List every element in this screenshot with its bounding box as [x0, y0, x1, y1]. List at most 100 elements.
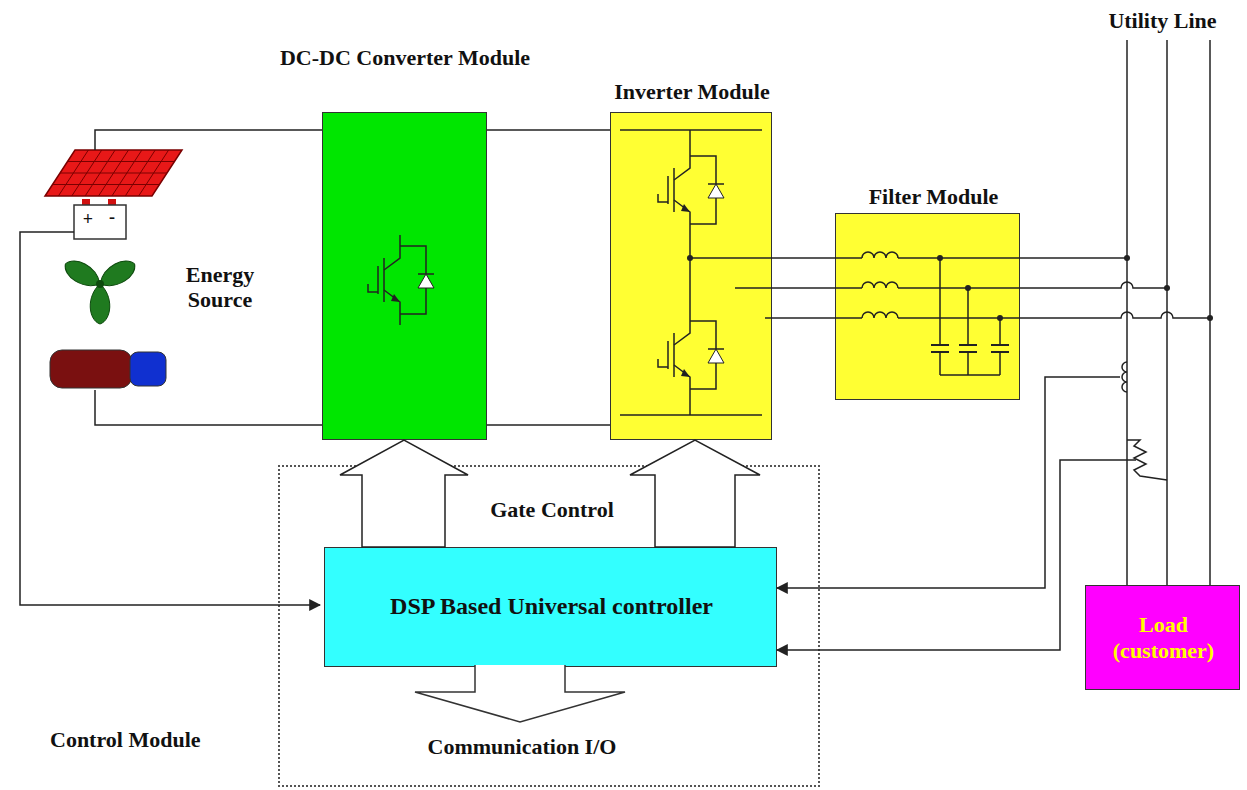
- phase-wire: [1020, 257, 1127, 259]
- bus-wire: [772, 257, 835, 259]
- controller-name: DSP Based Universal controller: [325, 593, 778, 621]
- wire: [999, 352, 1001, 375]
- turbine-blade: [90, 284, 110, 324]
- control-module: Control ModuleGate ControlCommunication …: [278, 465, 820, 787]
- solar-grid: [60, 173, 167, 174]
- text-holder: Filter Module: [826, 184, 1041, 209]
- wire: [967, 288, 969, 345]
- battery-terminal: [108, 199, 116, 205]
- wire: [620, 414, 762, 416]
- text-holder: Load (customer): [1086, 612, 1241, 663]
- bus-wire: [772, 287, 835, 289]
- source-label: Energy Source: [165, 262, 275, 313]
- wire: [95, 130, 322, 150]
- wire: [735, 287, 772, 289]
- generator-cap: [130, 352, 166, 386]
- wire: [898, 257, 1020, 259]
- gate-signal-arrow: [340, 440, 468, 547]
- polarity-sign: -: [104, 207, 120, 228]
- wire: [939, 352, 941, 375]
- text-holder: DC-DC Converter Module: [265, 45, 545, 70]
- sense-wire: [777, 460, 1136, 650]
- battery-terminal: [82, 199, 90, 205]
- bus-wire: [487, 129, 610, 131]
- sense-wire: [20, 232, 320, 605]
- turbine-blade: [95, 256, 139, 293]
- solar-grid: [53, 184, 160, 185]
- wire: [967, 352, 969, 375]
- utility-line: [1126, 40, 1128, 585]
- text-holder: DSP Based Universal controller: [325, 593, 778, 621]
- text-holder: Utility Line: [1080, 8, 1245, 33]
- wire: [835, 287, 862, 289]
- module-heading: Inverter Module: [552, 79, 832, 104]
- gate-signal-arrow: [630, 440, 760, 547]
- solar-panel: [45, 150, 182, 196]
- text-holder: -: [104, 207, 120, 228]
- module-heading: Control Module: [50, 727, 270, 752]
- igbt-stroke: [673, 168, 675, 212]
- igbt-stroke: [383, 258, 385, 302]
- current-transformer: [1122, 362, 1127, 392]
- utility-line: [1166, 40, 1168, 585]
- bus-wire: [487, 424, 610, 426]
- phase-wire: [1020, 312, 1210, 318]
- capacitor-plate: [959, 344, 977, 346]
- solar-panel-face: [45, 150, 182, 196]
- capacitor-plate: [991, 344, 1009, 346]
- turbine-hub: [96, 280, 104, 288]
- wire: [689, 130, 691, 145]
- port-label: Communication I/O: [392, 734, 652, 759]
- module-heading: DC-DC Converter Module: [265, 45, 545, 70]
- phase-wire: [1020, 282, 1167, 288]
- turbine-blade: [60, 256, 104, 293]
- filter-module: Filter Module: [835, 213, 1020, 400]
- wire: [690, 257, 772, 259]
- sense-wire: [777, 377, 1120, 588]
- wind-turbine: [60, 256, 139, 324]
- text-holder: +: [80, 209, 96, 230]
- load-box: Load (customer): [1085, 585, 1240, 690]
- communication-arrow: [415, 665, 625, 722]
- igbt-stroke: [667, 176, 669, 204]
- wire: [620, 129, 762, 131]
- wire: [999, 318, 1001, 345]
- controller-box: DSP Based Universal controller: [324, 547, 777, 667]
- wire: [689, 400, 691, 415]
- converter-module: DC-DC Converter Module: [322, 112, 487, 440]
- text-holder: Communication I/O: [392, 734, 652, 759]
- polarity-sign: +: [80, 209, 96, 230]
- text-holder: Gate Control: [477, 497, 627, 522]
- wire: [940, 374, 1000, 376]
- battery-symbol: [74, 199, 126, 239]
- load-name: Load (customer): [1086, 612, 1241, 663]
- wire: [835, 257, 862, 259]
- solar-grid: [68, 161, 175, 162]
- igbt-stroke: [377, 266, 379, 294]
- generator-body: [50, 350, 132, 388]
- text-holder: Control Module: [50, 727, 270, 752]
- module-heading: Filter Module: [826, 184, 1041, 209]
- group-label: Gate Control: [477, 497, 627, 522]
- line-label: Utility Line: [1080, 8, 1245, 33]
- igbt-stroke: [673, 333, 675, 377]
- utility-line: [1209, 40, 1211, 585]
- inverter-module: Inverter Module: [610, 112, 772, 440]
- text-holder: Energy Source: [165, 262, 275, 313]
- igbt-stroke: [667, 341, 669, 369]
- wire: [835, 317, 862, 319]
- capacitor-plate: [931, 344, 949, 346]
- wire: [95, 390, 322, 425]
- wire: [765, 317, 772, 319]
- wire: [939, 258, 941, 345]
- generator: [50, 350, 166, 388]
- wire: [689, 235, 691, 310]
- battery-body: [74, 205, 126, 239]
- bus-wire: [772, 317, 835, 319]
- wire: [898, 287, 1020, 289]
